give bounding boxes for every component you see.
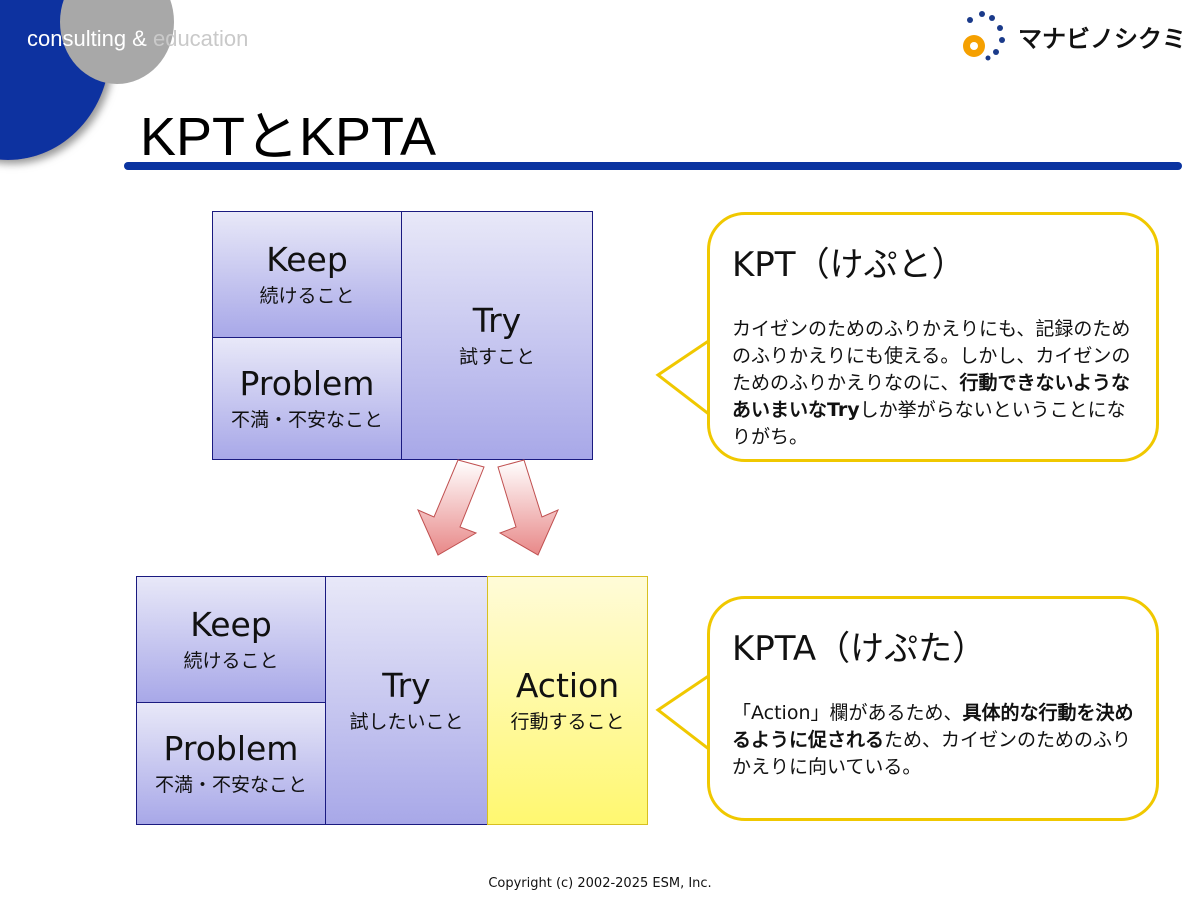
- kpta-callout-title: KPTA（けぷた）: [732, 629, 987, 669]
- kpta-callout: KPTA（けぷた） 「Action」欄があるため、具体的な行動を決めるように促さ…: [707, 596, 1159, 821]
- keep-desc: 続けること: [183, 650, 279, 672]
- decorative-circles: [0, 0, 174, 160]
- gear-logo-icon: [963, 11, 1005, 61]
- callout-tail: [655, 675, 712, 754]
- kpt-callout-text: カイゼンのためのふりかえりにも、記録のためのふりかえりにも使える。しかし、カイゼ…: [732, 318, 1131, 448]
- kpt-keep-cell: Keep 続けること: [212, 211, 402, 338]
- decorative-gray-circle: [60, 0, 174, 84]
- kpt-problem-cell: Problem 不満・不安なこと: [212, 337, 402, 460]
- problem-desc: 不満・不安なこと: [154, 774, 307, 796]
- title-underline: [124, 162, 1182, 170]
- page-title: KPTとKPTA: [140, 107, 437, 167]
- kpt-callout: KPT（けぷと） カイゼンのためのふりかえりにも、記録のためのふりかえりにも使え…: [707, 212, 1159, 462]
- kpta-try-cell: Try 試したいこと: [325, 576, 488, 825]
- keep-desc: 続けること: [259, 285, 355, 307]
- callout-tail: [655, 340, 712, 419]
- logo: マナビノシクミ: [956, 8, 1186, 64]
- action-label: Action: [515, 666, 620, 705]
- problem-desc: 不満・不安なこと: [230, 409, 383, 431]
- down-arrows-icon: [417, 459, 559, 556]
- try-desc: 試したいこと: [349, 711, 464, 733]
- keep-label: Keep: [190, 605, 272, 644]
- try-label: Try: [472, 301, 522, 340]
- copyright: Copyright (c) 2002-2025 ESM, Inc.: [488, 876, 712, 891]
- try-label: Try: [382, 666, 431, 705]
- try-desc: 試すこと: [458, 346, 535, 368]
- logo-text: マナビノシクミ: [1018, 24, 1186, 53]
- problem-label: Problem: [163, 729, 299, 768]
- kpt-try-cell: Try 試すこと: [401, 211, 593, 460]
- keep-label: Keep: [266, 240, 348, 279]
- kpta-keep-cell: Keep 続けること: [136, 576, 326, 703]
- kpta-callout-text: 「Action」欄があるため、具体的な行動を決めるように促されるため、カイゼンの…: [732, 702, 1134, 778]
- kpt-callout-title: KPT（けぷと）: [732, 245, 966, 285]
- problem-label: Problem: [239, 364, 375, 403]
- kpta-problem-cell: Problem 不満・不安なこと: [136, 702, 326, 825]
- kpta-action-cell: Action 行動すること: [487, 576, 648, 825]
- action-desc: 行動すること: [510, 711, 625, 733]
- tagline: consulting & education: [27, 26, 249, 51]
